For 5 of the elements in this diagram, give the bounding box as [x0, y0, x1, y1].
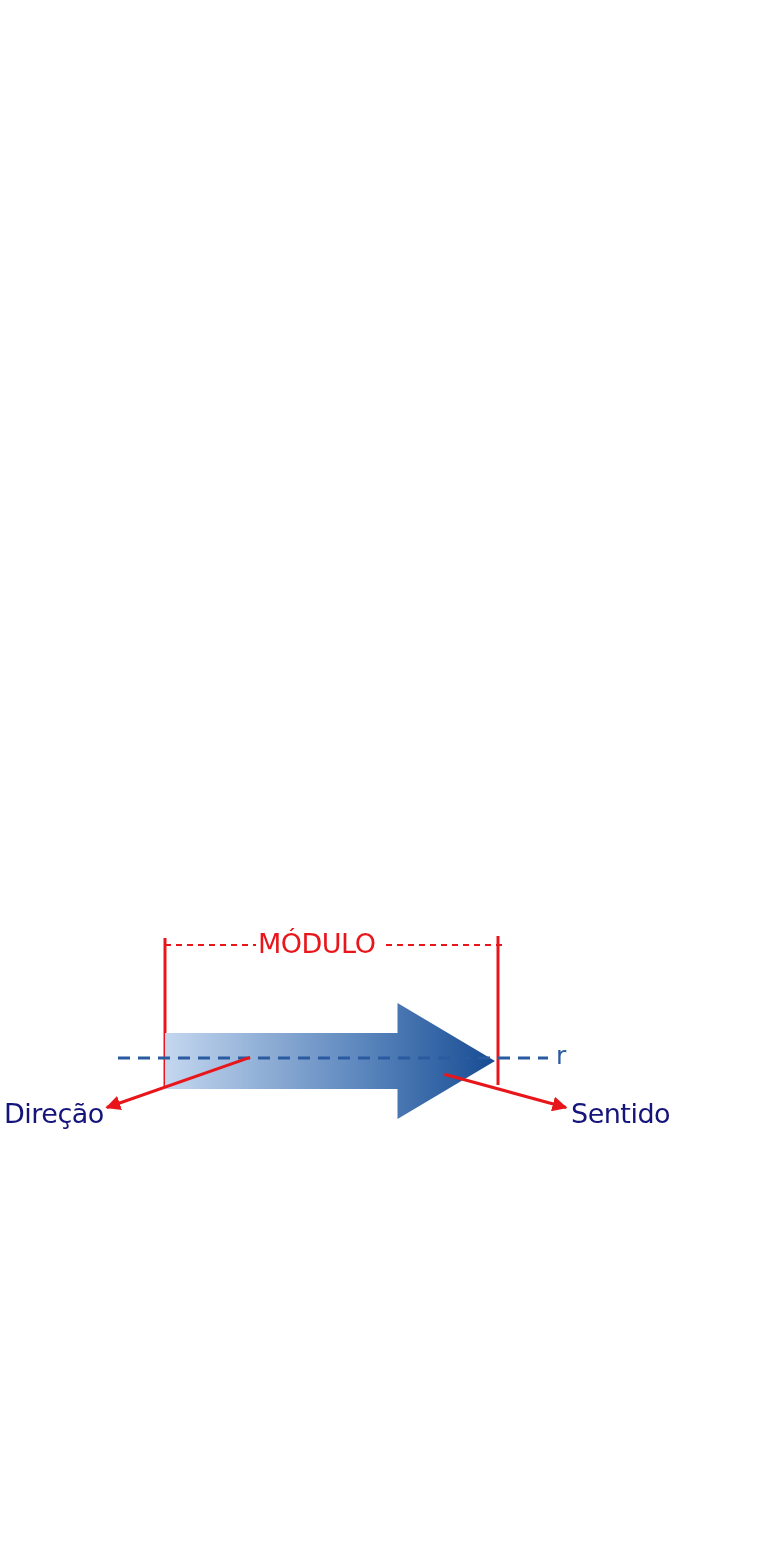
leader-arrow: [105, 1056, 251, 1111]
callout-label: Sentido: [571, 1100, 671, 1127]
leader-arrow: [444, 1072, 568, 1112]
callout-label: Direção: [4, 1100, 104, 1127]
line-label: r: [556, 1043, 566, 1068]
